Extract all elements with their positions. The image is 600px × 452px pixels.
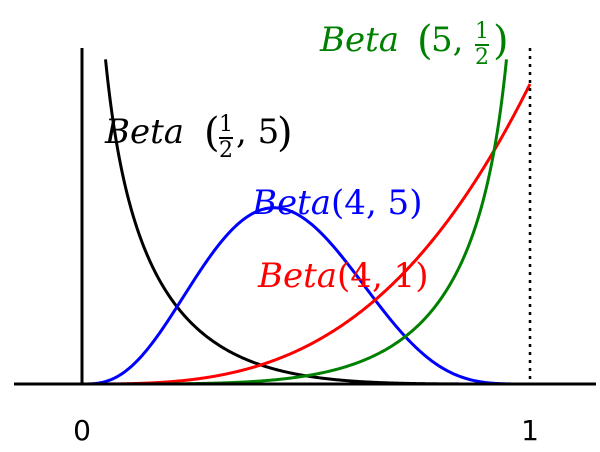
series-label-word: Beta — [319, 20, 399, 60]
series-label-word: Beta — [257, 256, 337, 296]
svg-text:): ) — [493, 18, 509, 64]
series-label-beta-four-five: Beta(4, 5) — [251, 183, 422, 223]
x-tick-label-1: 1 — [521, 414, 539, 447]
x-tick-label-0: 0 — [73, 414, 91, 447]
series-label-beta-half-five: Beta — [104, 112, 184, 152]
series-label-args: (4, 5) — [331, 183, 422, 223]
series-label-beta-half-five-args: ( 1 2 , 5 ) — [204, 110, 293, 163]
fraction-numerator: 1 — [219, 112, 233, 137]
fraction-denominator: 2 — [219, 138, 233, 163]
series-label-word: Beta — [104, 112, 184, 152]
series-curve-1 — [81, 206, 531, 386]
series-label-args-rest: , 5 — [236, 112, 279, 152]
series-label-beta-five-half-args: ( 5, 1 2 ) — [417, 18, 509, 70]
svg-text:): ) — [277, 110, 293, 156]
svg-text:(: ( — [204, 110, 220, 156]
fraction-numerator: 1 — [475, 19, 489, 44]
series-label-args: (4, 1) — [337, 256, 428, 296]
series-label-word: Beta — [251, 183, 331, 223]
fraction-denominator: 2 — [475, 45, 489, 70]
series-label-args-rest: 5, — [431, 20, 463, 60]
svg-text:(: ( — [417, 18, 433, 64]
series-label-beta-four-one: Beta(4, 1) — [257, 256, 428, 296]
series-label-beta-five-half: Beta — [319, 20, 399, 60]
